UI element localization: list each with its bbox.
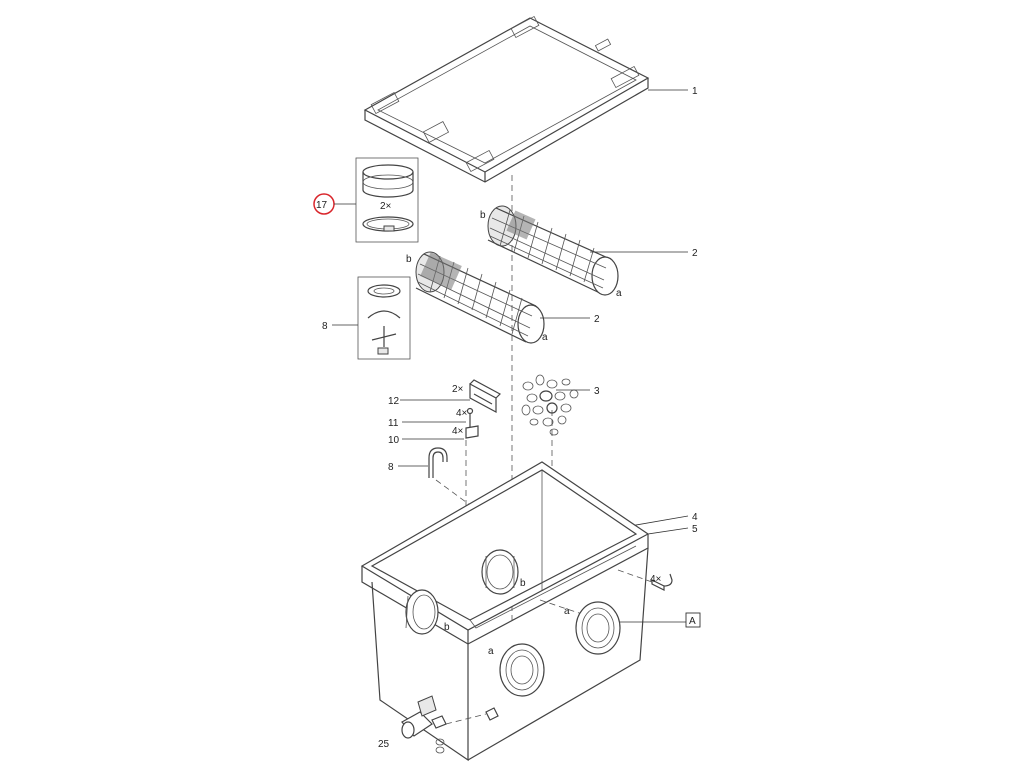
- drain-valve: [401, 695, 499, 754]
- port-mark-b-inner: b: [520, 578, 526, 589]
- pin-qty: 4×: [456, 408, 468, 419]
- pin-part: [466, 407, 474, 428]
- pin-number: 11: [388, 418, 399, 429]
- housing-port-front: [499, 643, 545, 697]
- sleeve-qty: 4×: [452, 426, 464, 437]
- port-mark-b-lower: b: [406, 254, 412, 265]
- port-mark-b-left: b: [444, 622, 450, 633]
- hook-number: 8: [388, 462, 394, 473]
- housing-port-right: [575, 601, 621, 655]
- bracket-qty: 2×: [452, 384, 464, 395]
- filter-tube-upper: [487, 205, 619, 296]
- housing-port-left: [405, 589, 439, 635]
- hose-kit-panel: [357, 276, 411, 360]
- media-number: 3: [594, 386, 600, 397]
- bracket-number: 12: [388, 396, 400, 407]
- clamp-kit-panel: 2×: [355, 157, 419, 243]
- housing-letter-box: [685, 612, 701, 628]
- filter-upper-number: 2: [692, 248, 698, 259]
- port-mark-a-upper: a: [616, 288, 622, 299]
- filter-lower-number: 2: [594, 314, 600, 325]
- clamp-kit-qty: 2×: [380, 201, 392, 212]
- hook-part: [428, 447, 448, 478]
- sleeve-number: 10: [388, 435, 400, 446]
- lid-number: 1: [692, 86, 698, 97]
- sleeve-part: [465, 425, 479, 439]
- screw-number: 4: [692, 512, 698, 523]
- housing-feet-qty: 4×: [650, 574, 662, 585]
- housing-letter: A: [689, 616, 696, 627]
- housing-port-inner-back: [481, 549, 519, 595]
- port-mark-a-lower: a: [542, 332, 548, 343]
- lid: [363, 15, 650, 183]
- filter-media-cluster: [521, 374, 579, 436]
- hose-kit-number: 8: [322, 321, 328, 332]
- clamp-kit-number: 17: [316, 200, 328, 211]
- port-mark-a-right: a: [564, 606, 570, 617]
- port-mark-a-front: a: [488, 646, 494, 657]
- filter-tube-lower: [415, 251, 545, 344]
- valve-number: 25: [378, 739, 390, 750]
- bracket-part: [469, 379, 501, 414]
- port-mark-b-upper: b: [480, 210, 486, 221]
- washer-number: 5: [692, 524, 698, 535]
